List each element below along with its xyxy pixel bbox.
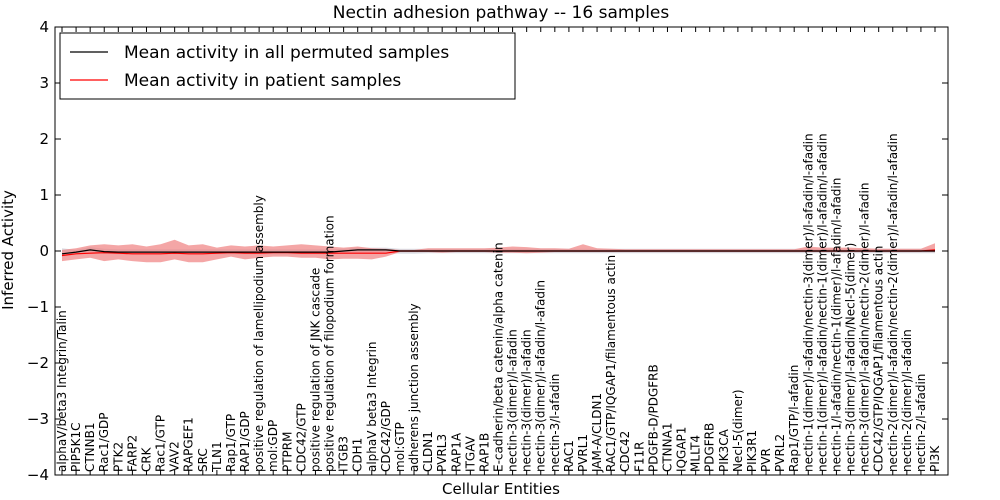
x-tick-label: nectin-3(dimer)/l-afadin xyxy=(506,329,520,472)
x-tick-label: PVR xyxy=(759,448,773,472)
y-tick-label: −3 xyxy=(27,410,49,428)
x-tick-label: RAPGEF1 xyxy=(182,417,196,472)
x-tick-label: nectin-2/l-afadin xyxy=(914,374,928,472)
x-tick-label: FARP2 xyxy=(125,435,139,472)
x-tick-label: MLLT4 xyxy=(689,435,703,472)
x-tick-label: RAC1/GTP/IQGAP1/filamentous actin xyxy=(604,255,618,472)
x-tick-label: CDC42/GTP xyxy=(294,403,308,472)
x-tick-label: PTK2 xyxy=(111,442,125,472)
x-tick-label: nectin-3(dimer)/l-afadin/nectin-2(dimer)… xyxy=(858,183,872,472)
x-tick-label: PVRL2 xyxy=(773,434,787,472)
x-tick-label: RAP1B xyxy=(477,433,491,472)
y-tick-labels: −4 −3 −2 −1 0 1 2 3 4 xyxy=(27,18,948,484)
x-tick-label: F11R xyxy=(632,441,646,472)
x-tick-label: alphaV/beta3 Integrin/Talin xyxy=(55,310,69,472)
x-tick-label: PVRL1 xyxy=(576,434,590,472)
plot-frame xyxy=(54,26,949,476)
x-tick-label: ITGB3 xyxy=(337,436,351,472)
x-tick-label: TLN1 xyxy=(210,441,224,473)
x-tick-label: CDC42 xyxy=(618,431,632,472)
y-tick-label: 3 xyxy=(39,74,49,92)
legend-box xyxy=(59,32,516,100)
y-tick-label: 2 xyxy=(39,130,49,148)
x-tick-label: CTNNB1 xyxy=(83,423,97,473)
x-tick-label: PDGFB-D/PDGFRB xyxy=(646,364,660,472)
x-tick-label: mol:GDP xyxy=(266,420,280,472)
y-tick-label: −2 xyxy=(27,354,49,372)
x-tick-label: Rap1/GTP/l-afadin xyxy=(787,365,801,472)
x-tick-label: RAP1/GDP xyxy=(238,411,252,472)
x-tick-label: nectin-3/l-afadin xyxy=(548,374,562,472)
x-tick-label: PI3K xyxy=(928,445,942,472)
x-tick-label: PVRL3 xyxy=(435,434,449,472)
x-tick-label: nectin-3(dimer)/l-afadin xyxy=(520,329,534,472)
x-tick-label: PIP5K1C xyxy=(69,422,83,472)
y-axis-label: Inferred Activity xyxy=(0,190,17,310)
x-tick-label: JAM-A/CLDN1 xyxy=(590,393,604,473)
x-tick-label: mol:GTP xyxy=(393,422,407,472)
x-tick-label: positive regulation of filopodium format… xyxy=(323,215,337,472)
x-tick-label: CDH1 xyxy=(351,438,365,472)
x-tick-label: positive regulation of lamellipodium ass… xyxy=(252,195,266,472)
permuted-mean-line xyxy=(61,249,935,255)
x-tick-label: ITGAV xyxy=(463,435,477,472)
x-tick-label: nectin-2(dimer)/l-afadin xyxy=(900,329,914,472)
y-tick-label: 1 xyxy=(39,186,49,204)
x-tick-label: nectin-3(dimer)/l-afadin/l-afadin xyxy=(534,280,548,472)
x-tick-label: VAV2 xyxy=(168,441,182,472)
x-tick-label: CRK xyxy=(140,446,154,472)
x-tick-label: E-cadherin/beta catenin/alpha catenin xyxy=(492,242,506,472)
x-tick-label: nectin-2(dimer)/l-afadin/nectin-2(dimer)… xyxy=(886,133,900,472)
x-tick-label: RAC1 xyxy=(562,440,576,472)
x-tick-label: SRC xyxy=(196,448,210,472)
legend: Mean activity in all permuted samples Me… xyxy=(59,32,516,100)
y-tick-label: −1 xyxy=(27,298,49,316)
x-tick-label: PDGFRB xyxy=(703,423,717,472)
x-tick-label: adherens junction assembly xyxy=(407,303,421,472)
legend-label-patient: Mean activity in patient samples xyxy=(124,71,401,91)
x-tick-label: nectin-3(dimer)/l-afadin/Necl-5(dimer) xyxy=(844,243,858,472)
x-tick-label: Rap1/GTP xyxy=(224,414,238,472)
legend-label-permuted: Mean activity in all permuted samples xyxy=(124,43,449,63)
x-tick-label: CDC42/GDP xyxy=(379,401,393,472)
x-tick-label: nectin-1/l-afadin/nectin-1(dimer)/l-afad… xyxy=(829,178,843,472)
x-axis-label: Cellular Entities xyxy=(442,480,560,498)
x-tick-label: CTNNA1 xyxy=(661,423,675,473)
x-tick-label: alphaV beta3 Integrin xyxy=(365,341,379,472)
series-lines xyxy=(61,249,936,257)
x-tick-label: nectin-1(dimer)/l-afadin/nectin-3(dimer)… xyxy=(801,133,815,472)
y-tick-label: 0 xyxy=(39,242,49,260)
x-tick-label: IQGAP1 xyxy=(675,427,689,472)
y-tick-label: −4 xyxy=(27,466,49,484)
x-tick-label: CDC42/GTP/IQGAP1/filamentous actin xyxy=(872,246,886,472)
x-tick-label: nectin-1(dimer)/l-afadin/nectin-1(dimer)… xyxy=(815,133,829,472)
x-tick-label: Necl-5(dimer) xyxy=(731,389,745,472)
x-tick-label: CLDN1 xyxy=(421,431,435,472)
x-tick-label: PIK3CA xyxy=(717,428,731,472)
x-tick-label: positive regulation of JNK cascade xyxy=(309,268,323,472)
y-tick-label: 4 xyxy=(39,18,49,36)
x-tick-label: RAP1A xyxy=(449,432,463,472)
chart-title: Nectin adhesion pathway -- 16 samples xyxy=(333,3,670,23)
x-tick-label: Rac1/GDP xyxy=(97,412,111,471)
x-tick-label: PTPRM xyxy=(280,432,294,473)
x-tick-label: Rac1/GTP xyxy=(154,415,168,472)
x-tick-label: PIK3R1 xyxy=(745,430,759,472)
